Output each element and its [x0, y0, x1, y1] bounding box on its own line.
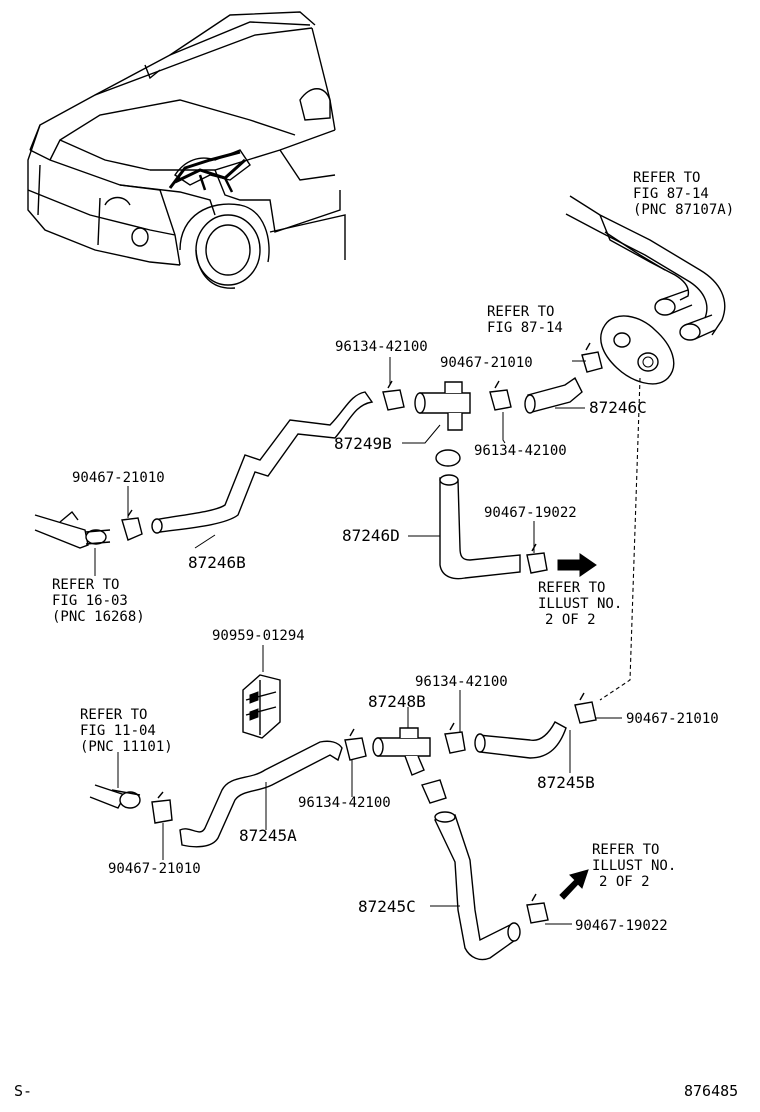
label-clip-96134-d: 96134-42100	[298, 795, 391, 811]
label-part-87246C: 87246C	[589, 398, 647, 417]
clip-90467-lower-right[interactable]	[574, 692, 597, 724]
label-clip-90467-b: 90467-21010	[72, 470, 165, 486]
clip-90467-upper[interactable]	[581, 342, 603, 373]
label-part-87246B: 87246B	[188, 553, 246, 572]
label-part-87245C: 87245C	[358, 897, 416, 916]
hose-87245B[interactable]	[474, 721, 567, 759]
clip-lower-tee[interactable]	[421, 779, 447, 804]
reference-illust-2-lower-line-3: 2 OF 2	[599, 874, 650, 890]
label-part-87246D: 87246D	[342, 526, 400, 545]
clip-90467-19022-upper[interactable]	[526, 543, 548, 574]
reference-dashed-line	[599, 377, 641, 701]
label-part-87249B: 87249B	[334, 434, 392, 453]
label-part-87248B: 87248B	[368, 692, 426, 711]
clip-90467-lower-left[interactable]	[151, 791, 173, 824]
pipe-end-lower	[679, 314, 716, 341]
clip-96134-lower-right[interactable]	[444, 722, 466, 754]
label-clip-96134-c: 96134-42100	[415, 674, 508, 690]
reference-fig-16-03-line-3: (PNC 16268)	[52, 609, 145, 625]
label-clip-90467-d: 90467-21010	[108, 861, 201, 877]
label-clip-96134-a: 96134-42100	[335, 339, 428, 355]
corner-mark: S-	[14, 1082, 32, 1100]
label-clip-90467-a: 90467-21010	[440, 355, 533, 371]
hose-87246C[interactable]	[524, 376, 583, 414]
reference-illust-2-upper-line-3: 2 OF 2	[545, 612, 596, 628]
reference-fig-16-03-line-2: FIG 16-03	[52, 593, 128, 609]
hose-87246B[interactable]	[151, 391, 374, 534]
reference-fig-87-14-pnc-line-2: FIG 87-14	[633, 186, 709, 202]
reference-fig-11-04-line-3: (PNC 11101)	[80, 739, 173, 755]
label-part-87245A: 87245A	[239, 826, 297, 845]
clip-96134-upper-right[interactable]	[489, 380, 512, 411]
hose-87245A[interactable]	[179, 740, 343, 848]
reference-fig-87-14-line-2: FIG 87-14	[487, 320, 563, 336]
reference-fig-16-03-line-1: REFER TO	[52, 577, 119, 593]
reference-illust-2-upper-line-2: ILLUST NO.	[538, 596, 622, 612]
pipe-left-upper	[34, 510, 111, 549]
grommet-90959[interactable]	[242, 674, 281, 739]
clip-90467-19022-lower[interactable]	[526, 893, 549, 924]
label-clip-90467-19022-a: 90467-19022	[484, 505, 577, 521]
labels: REFER TO FIG 87-14 (PNC 87107A) REFER TO…	[14, 170, 738, 1100]
label-part-87245B: 87245B	[537, 773, 595, 792]
leader-lines	[94, 357, 622, 925]
reference-illust-2-lower-line-2: ILLUST NO.	[592, 858, 676, 874]
pipe-end-upper	[654, 289, 693, 316]
heater-pipe-assembly	[565, 195, 726, 341]
tee-87249B[interactable]	[414, 381, 471, 431]
clip-left-upper[interactable]	[121, 509, 143, 541]
pipe-left-lower	[89, 784, 141, 809]
reference-illust-2-upper-line-1: REFER TO	[538, 580, 605, 596]
reference-fig-87-14-line-1: REFER TO	[487, 304, 554, 320]
arrow-lower	[559, 869, 589, 900]
label-clip-90467-19022-b: 90467-19022	[575, 918, 668, 934]
flange-gasket	[600, 315, 675, 385]
tee-87248B[interactable]	[372, 727, 431, 776]
hose-87245C[interactable]	[434, 811, 521, 961]
reference-fig-87-14-pnc-line-1: REFER TO	[633, 170, 700, 186]
label-clip-90467-c: 90467-21010	[626, 711, 719, 727]
hose-87246D[interactable]	[435, 449, 521, 580]
clip-96134-upper-left[interactable]	[382, 380, 405, 411]
reference-fig-11-04-line-2: FIG 11-04	[80, 723, 156, 739]
reference-fig-11-04-line-1: REFER TO	[80, 707, 147, 723]
label-clip-96134-b: 96134-42100	[474, 443, 567, 459]
reference-fig-87-14-pnc-line-3: (PNC 87107A)	[633, 202, 734, 218]
illustration-number: 876485	[684, 1082, 738, 1100]
clip-96134-lower-left[interactable]	[344, 728, 367, 761]
arrow-upper	[557, 553, 597, 577]
label-clip-90959: 90959-01294	[212, 628, 305, 644]
vehicle-illustration	[27, 11, 346, 289]
reference-illust-2-lower-line-1: REFER TO	[592, 842, 659, 858]
